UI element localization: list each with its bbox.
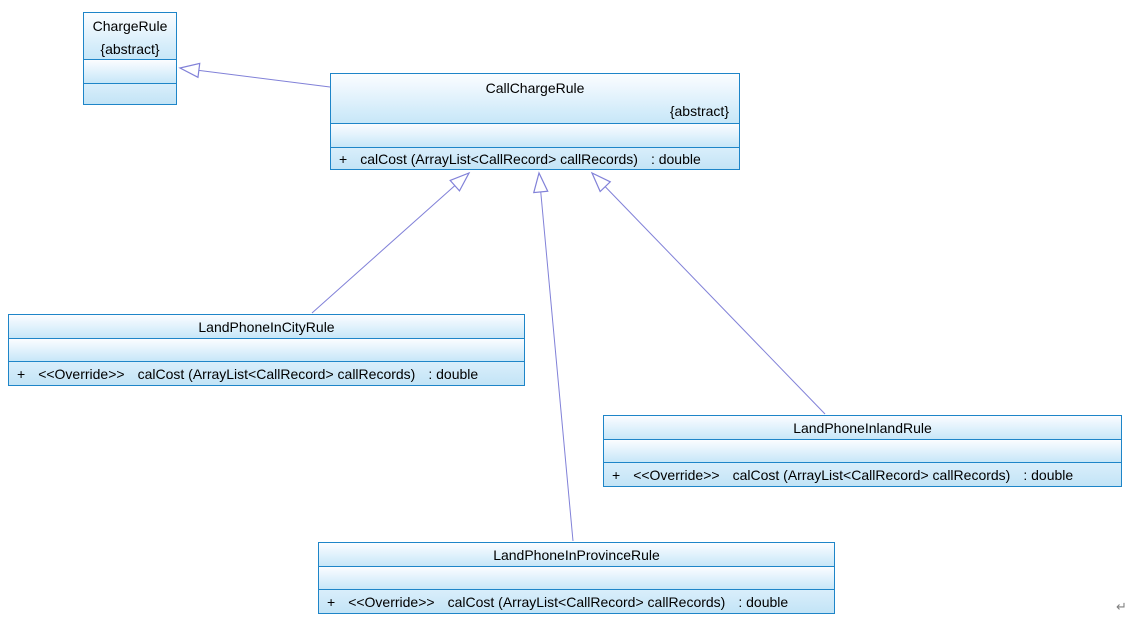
generalization-landphoneincityrule-to-callchargerule bbox=[311, 171, 471, 314]
class-landphoneinprovincerule[interactable]: LandPhoneInProvinceRule + <<Override>> c… bbox=[318, 542, 835, 614]
method-return-type: : double bbox=[738, 593, 789, 610]
methods-compartment bbox=[84, 83, 176, 104]
attributes-compartment bbox=[331, 123, 739, 147]
attributes-compartment bbox=[9, 338, 524, 361]
method-signature: calCost (ArrayList<CallRecord> callRecor… bbox=[137, 365, 416, 382]
method-visibility: + bbox=[339, 150, 348, 167]
method-return-type: : double bbox=[428, 365, 479, 382]
class-landphoneinlandrule[interactable]: LandPhoneInlandRule + <<Override>> calCo… bbox=[603, 415, 1122, 487]
class-stereotype: {abstract} bbox=[669, 103, 729, 119]
method-signature: calCost (ArrayList<CallRecord> callRecor… bbox=[447, 593, 726, 610]
method-calcost: + calCost (ArrayList<CallRecord> callRec… bbox=[331, 151, 701, 167]
methods-compartment: + <<Override>> calCost (ArrayList<CallRe… bbox=[319, 589, 834, 613]
method-visibility: + bbox=[612, 466, 621, 483]
class-name: LandPhoneInCityRule bbox=[198, 318, 335, 335]
methods-compartment: + <<Override>> calCost (ArrayList<CallRe… bbox=[9, 361, 524, 385]
attributes-compartment bbox=[84, 59, 176, 83]
class-title-compartment: LandPhoneInlandRule bbox=[604, 416, 1121, 439]
class-title-compartment: LandPhoneInCityRule bbox=[9, 315, 524, 338]
methods-compartment: + calCost (ArrayList<CallRecord> callRec… bbox=[331, 147, 739, 169]
class-name: ChargeRule bbox=[92, 17, 168, 34]
class-title-compartment: ChargeRule {abstract} bbox=[84, 13, 176, 59]
method-stereotype: <<Override>> bbox=[633, 466, 720, 483]
class-name: LandPhoneInlandRule bbox=[793, 419, 932, 436]
method-return-type: : double bbox=[1023, 466, 1074, 483]
class-title-compartment: LandPhoneInProvinceRule bbox=[319, 543, 834, 566]
class-stereotype: {abstract} bbox=[100, 40, 160, 57]
class-name: CallChargeRule bbox=[485, 80, 585, 96]
carriage-return-mark: ↵ bbox=[1116, 600, 1127, 615]
method-stereotype: <<Override>> bbox=[348, 593, 435, 610]
attributes-compartment bbox=[604, 439, 1121, 462]
method-visibility: + bbox=[17, 365, 26, 382]
class-name: LandPhoneInProvinceRule bbox=[493, 546, 660, 563]
attributes-compartment bbox=[319, 566, 834, 589]
methods-compartment: + <<Override>> calCost (ArrayList<CallRe… bbox=[604, 462, 1121, 486]
method-signature: calCost (ArrayList<CallRecord> callRecor… bbox=[732, 466, 1011, 483]
class-callchargerule[interactable]: CallChargeRule {abstract} + calCost (Arr… bbox=[330, 73, 740, 170]
generalization-landphoneinlandrule-to-callchargerule bbox=[590, 171, 826, 415]
method-visibility: + bbox=[327, 593, 336, 610]
class-landphoneincityrule[interactable]: LandPhoneInCityRule + <<Override>> calCo… bbox=[8, 314, 525, 386]
method-calcost: + <<Override>> calCost (ArrayList<CallRe… bbox=[319, 594, 788, 610]
method-stereotype: <<Override>> bbox=[38, 365, 125, 382]
class-title-compartment: CallChargeRule {abstract} bbox=[331, 74, 739, 123]
method-calcost: + <<Override>> calCost (ArrayList<CallRe… bbox=[9, 366, 478, 382]
generalization-callchargerule-to-chargerule bbox=[178, 62, 331, 88]
class-chargerule[interactable]: ChargeRule {abstract} bbox=[83, 12, 177, 105]
method-return-type: : double bbox=[650, 150, 701, 167]
generalization-landphoneinprovincerule-to-callchargerule bbox=[532, 171, 574, 542]
method-signature: calCost (ArrayList<CallRecord> callRecor… bbox=[360, 150, 638, 167]
method-calcost: + <<Override>> calCost (ArrayList<CallRe… bbox=[604, 467, 1073, 483]
